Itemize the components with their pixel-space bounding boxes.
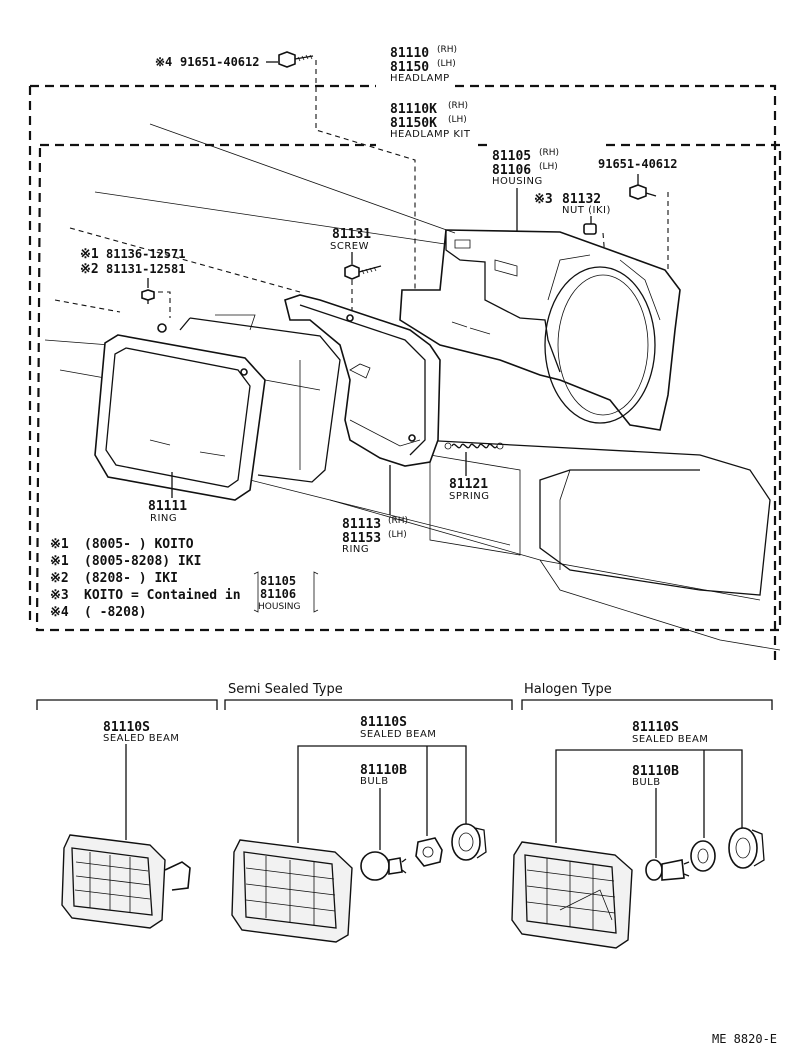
- notes-block: ※1 (8005- ) KOITO ※1 (8005-8208) IKI ※2 …: [50, 537, 319, 620]
- rear-ring-lh-suffix: (LH): [388, 530, 407, 540]
- nut-icon: [583, 223, 597, 235]
- rear-ring-callout: 81113 (RH) 81153 (LH) RING: [342, 465, 408, 555]
- halogen-lamp: [511, 841, 633, 949]
- headlamp-rh: 81110: [390, 46, 429, 61]
- contained-in-line3: HOUSING: [258, 602, 301, 612]
- section-brackets: Semi Sealed Type Halogen Type: [36, 682, 773, 710]
- s1-name: SEALED BEAM: [103, 733, 179, 744]
- small-screw-2-mark: ※2: [80, 262, 99, 277]
- headlamp-callout: 81110 (RH) 81150 (LH) HEADLAMP: [390, 45, 457, 84]
- note-1-text: (8005- ) KOITO: [84, 537, 194, 552]
- s1-part-no: 81110S: [103, 720, 150, 735]
- footer-code: ME 8820-E: [712, 1032, 777, 1046]
- small-screws-callout: ※1 81136-12571 ※2 81131-12581: [80, 247, 185, 318]
- screw-name: SCREW: [330, 241, 369, 252]
- note-4-mark: ※3: [50, 588, 69, 603]
- contained-in-line2: 81106: [260, 587, 296, 601]
- rear-ring-rh-suffix: (RH): [388, 516, 408, 526]
- headlamp-kit-rh: 81110K: [390, 102, 437, 117]
- bolt-icon: [629, 184, 657, 200]
- car-body-outline: [419, 439, 771, 596]
- headlamp-kit-lh: 81150K: [390, 116, 437, 131]
- headlamp-assembly-frame: [30, 84, 777, 660]
- spring-callout: 81121 SPRING: [444, 442, 504, 502]
- headlamp-kit-callout: 81110K (RH) 81150K (LH) HEADLAMP KIT: [390, 101, 471, 140]
- halogen-cap: [728, 827, 765, 869]
- note-5-text: ( -8208): [84, 605, 147, 620]
- semi-sealed-socket: [415, 837, 443, 867]
- headlamp-lh: 81150: [390, 60, 429, 75]
- nut-callout: ※3 81132 NUT (IKI): [534, 192, 611, 259]
- section-halogen: 81110S SEALED BEAM 81110B BULB: [511, 720, 765, 949]
- halogen-socket: [690, 840, 716, 872]
- s2-name: SEALED BEAM: [360, 729, 436, 740]
- housing-bracket: [399, 229, 681, 431]
- spring-icon: [444, 442, 504, 450]
- headlamp-kit-lh-suffix: (LH): [448, 115, 467, 125]
- small-screw-icon: [141, 289, 155, 304]
- note-4-text: KOITO = Contained in: [84, 588, 241, 603]
- headlamp-kit-rh-suffix: (RH): [448, 101, 468, 111]
- s3-part-no: 81110S: [632, 720, 679, 735]
- halogen-bulb: [645, 859, 690, 881]
- note-1-mark: ※1: [50, 537, 69, 552]
- housing-callout: 81105 (RH) 81106 (LH) HOUSING: [492, 148, 559, 232]
- semi-sealed-bulb: [360, 851, 407, 881]
- rear-ring-name: RING: [342, 544, 369, 555]
- housing-rh-suffix: (RH): [539, 148, 559, 158]
- small-screw-1-part-no: 81136-12571: [106, 247, 185, 261]
- s3-name: SEALED BEAM: [632, 734, 708, 745]
- nut-name: NUT (IKI): [562, 205, 611, 216]
- rear-ring-rh: 81113: [342, 517, 381, 532]
- sealed-beam-lamp: [61, 834, 191, 929]
- housing-lh: 81106: [492, 163, 531, 178]
- small-screw-1-mark: ※1: [80, 247, 99, 262]
- section-sealed-beam: 81110S SEALED BEAM: [61, 720, 191, 929]
- front-ring-callout: 81111 RING: [148, 472, 187, 524]
- s3-bulb-name: BULB: [632, 777, 661, 788]
- bolt-top-mark: ※4: [155, 55, 172, 69]
- front-ring-name: RING: [150, 513, 177, 524]
- bolt-icon: [278, 51, 314, 68]
- nut-mark: ※3: [534, 192, 553, 207]
- headlamp-lh-suffix: (LH): [437, 59, 456, 69]
- body-contour-lines: [44, 123, 781, 651]
- spring-name: SPRING: [449, 491, 490, 502]
- note-3-text: (8208- ) IKI: [84, 571, 178, 586]
- halogen-title: Halogen Type: [524, 682, 612, 697]
- bolt-top-callout: ※4 91651-40612: [155, 51, 314, 69]
- rear-ring-lh: 81153: [342, 531, 381, 546]
- contained-in-line1: 81105: [260, 574, 296, 588]
- semi-sealed-title: Semi Sealed Type: [228, 682, 343, 697]
- front-ring: [94, 314, 341, 501]
- front-ring-part-no: 81111: [148, 499, 187, 514]
- note-2-mark: ※1: [50, 554, 69, 569]
- s3-bulb-no: 81110B: [632, 764, 679, 779]
- nut-part-no: 81132: [562, 192, 601, 207]
- screw-icon: [344, 264, 382, 280]
- s2-bulb-no: 81110B: [360, 763, 407, 778]
- housing-name: HOUSING: [492, 176, 543, 187]
- note-2-text: (8005-8208) IKI: [84, 554, 201, 569]
- semi-sealed-lamp: [231, 839, 353, 943]
- small-screw-2-part-no: 81131-12581: [106, 262, 185, 276]
- housing-lh-suffix: (LH): [539, 162, 558, 172]
- headlamp-kit-name: HEADLAMP KIT: [390, 129, 471, 140]
- headlamp-rh-suffix: (RH): [437, 45, 457, 55]
- semi-sealed-cap: [451, 823, 487, 861]
- screw-part-no: 81131: [332, 227, 371, 242]
- s2-part-no: 81110S: [360, 715, 407, 730]
- note-5-mark: ※4: [50, 605, 69, 620]
- note-3-mark: ※2: [50, 571, 69, 586]
- housing-rh: 81105: [492, 149, 531, 164]
- screw-callout: 81131 SCREW: [330, 227, 382, 340]
- s2-bulb-name: BULB: [360, 776, 389, 787]
- rear-ring: [284, 294, 441, 467]
- bolt-top-part-no: 91651-40612: [180, 55, 259, 69]
- headlamp-name: HEADLAMP: [390, 73, 450, 84]
- spring-part-no: 81121: [449, 477, 488, 492]
- section-semi-sealed: 81110S SEALED BEAM 81110B BULB: [231, 715, 487, 943]
- housing-bolt-part-no: 91651-40612: [598, 157, 677, 171]
